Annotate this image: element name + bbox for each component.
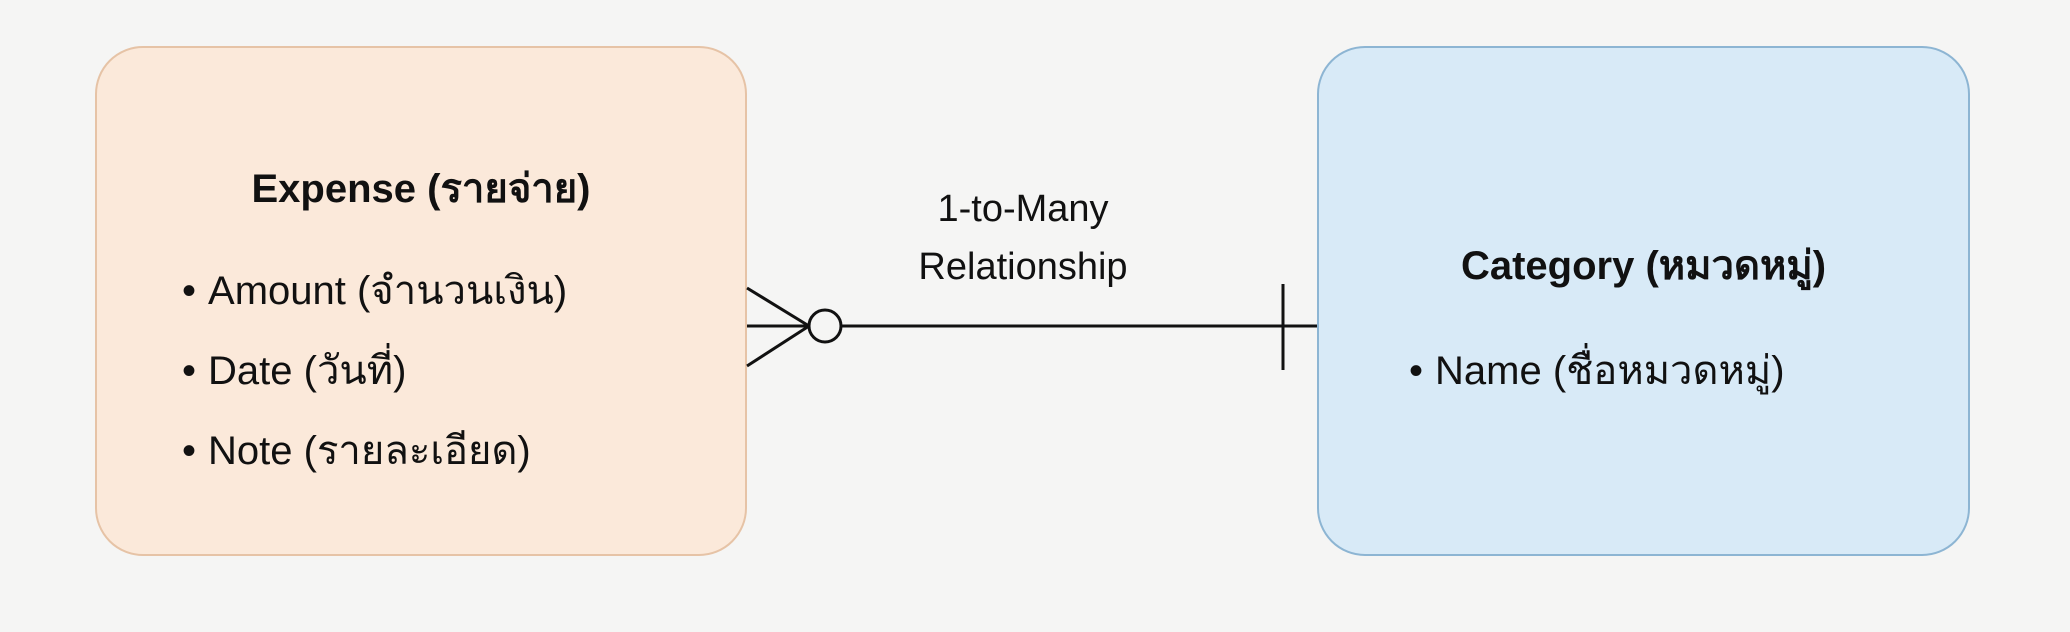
attribute-note: •Note (รายละเอียด) [182,418,531,482]
category-entity-title: Category (หมวดหมู่) [1460,244,1827,288]
relationship-label-line2: Relationship [918,246,1128,288]
bullet: • [182,349,197,393]
expense-entity-box: Expense (รายจ่าย) •Amount (จำนวนเงิน) •D… [95,46,747,556]
attribute-date: •Date (วันที่) [182,338,406,402]
attribute-amount: •Amount (จำนวนเงิน) [182,258,567,322]
zero-optional-circle [807,308,843,344]
crows-foot-top [746,286,810,328]
bullet: • [182,269,197,313]
bullet: • [182,429,197,473]
attribute-label: Amount (จำนวนเงิน) [208,269,568,313]
crows-foot-bottom [746,324,810,368]
relationship-label: 1-to-Many Relationship [823,180,1223,296]
attribute-name: •Name (ชื่อหมวดหมู่) [1409,338,1785,402]
attribute-label: Name (ชื่อหมวดหมู่) [1435,349,1785,393]
attribute-label: Note (รายละเอียด) [208,429,531,473]
category-entity-box: Category (หมวดหมู่) •Name (ชื่อหมวดหมู่) [1317,46,1970,556]
relationship-label-line1: 1-to-Many [937,188,1109,230]
attribute-label: Date (วันที่) [208,349,407,393]
expense-entity-title: Expense (รายจ่าย) [251,167,591,211]
bullet: • [1409,349,1424,393]
